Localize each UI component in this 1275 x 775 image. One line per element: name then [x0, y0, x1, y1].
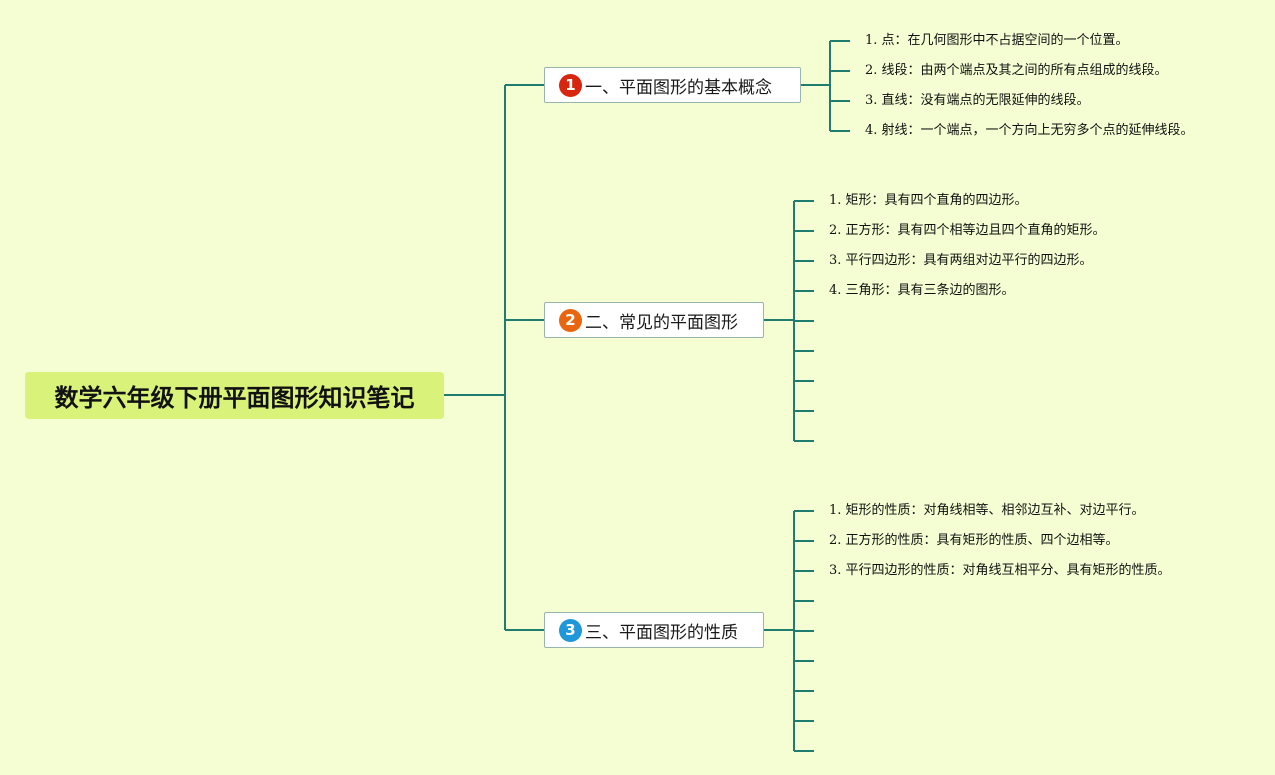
leaf-item[interactable]: 2. 正方形：具有四个相等边且四个直角的矩形。 — [829, 223, 1106, 238]
leaf-item[interactable]: 4. 射线：一个端点，一个方向上无穷多个点的延伸线段。 — [865, 123, 1194, 138]
branch-topic-2[interactable]: 2 二、常见的平面图形 — [544, 302, 764, 338]
number-badge-icon: 2 — [559, 308, 582, 332]
root-title: 数学六年级下册平面图形知识笔记 — [54, 384, 415, 412]
branch-title: 一、平面图形的基本概念 — [585, 77, 772, 98]
leaf-item[interactable]: 1. 点：在几何图形中不占据空间的一个位置。 — [865, 33, 1129, 48]
branch-topic-1[interactable]: 1 一、平面图形的基本概念 — [544, 67, 801, 103]
branch-topic-3[interactable]: 3 三、平面图形的性质 — [544, 612, 764, 648]
leaf-item[interactable]: 2. 正方形的性质：具有矩形的性质、四个边相等。 — [829, 533, 1119, 548]
root-topic[interactable]: 数学六年级下册平面图形知识笔记 — [25, 372, 444, 419]
branch-title: 二、常见的平面图形 — [585, 312, 738, 333]
leaf-item[interactable]: 4. 三角形：具有三条边的图形。 — [829, 283, 1015, 298]
leaf-item[interactable]: 3. 直线：没有端点的无限延伸的线段。 — [865, 93, 1090, 108]
leaf-item[interactable]: 3. 平行四边形的性质：对角线互相平分、具有矩形的性质。 — [829, 563, 1171, 578]
number-badge-icon: 3 — [559, 618, 582, 642]
number-badge-icon: 1 — [559, 73, 582, 97]
leaf-item[interactable]: 2. 线段：由两个端点及其之间的所有点组成的线段。 — [865, 63, 1168, 78]
branch-title: 三、平面图形的性质 — [585, 622, 738, 643]
leaf-item[interactable]: 3. 平行四边形：具有两组对边平行的四边形。 — [829, 253, 1093, 268]
leaf-item[interactable]: 1. 矩形：具有四个直角的四边形。 — [829, 193, 1028, 208]
leaf-item[interactable]: 1. 矩形的性质：对角线相等、相邻边互补、对边平行。 — [829, 503, 1145, 518]
